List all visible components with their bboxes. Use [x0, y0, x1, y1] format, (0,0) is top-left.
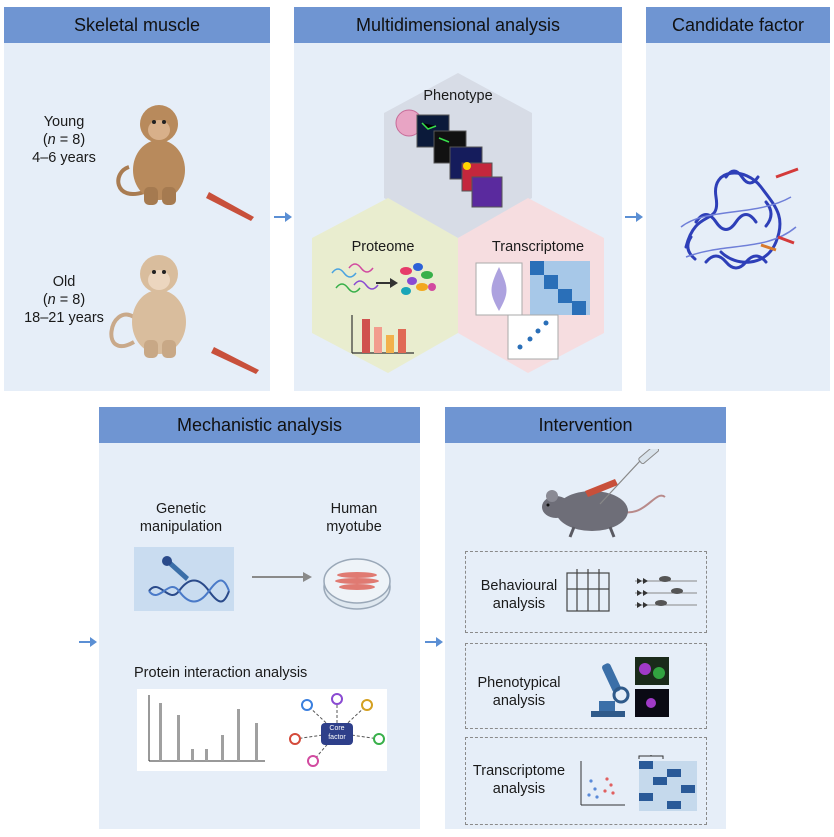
arrow-right-icon: [425, 637, 443, 647]
multidimensional-header: Multidimensional analysis: [294, 7, 622, 43]
arrow-right-icon: [252, 572, 312, 582]
microscope-icon: [591, 663, 630, 717]
skeletal-muscle-header: Skeletal muscle: [4, 7, 270, 43]
dna-editing-illustration: [134, 547, 234, 611]
protein-structure-illustration: [680, 167, 799, 270]
arrow-right-icon: [79, 637, 97, 647]
protein-interaction-label: Protein interaction analysis: [134, 665, 308, 681]
multidimensional-panel: Multidimensional analysis: [294, 7, 622, 391]
mouse-injection-illustration: [542, 449, 666, 538]
omics-hexagons: [312, 73, 604, 373]
transcriptome-label: Transcriptome: [491, 239, 585, 255]
arrow-right-icon: [625, 212, 643, 222]
volcano-plot-icon: [580, 761, 625, 806]
intervention-header: Intervention: [445, 407, 726, 443]
young-monkey-illustration: [116, 105, 254, 221]
heatmap-icon: [638, 755, 697, 811]
myotube-dish-illustration: [323, 558, 391, 610]
old-monkey-illustration: [109, 255, 259, 374]
phenotypical-analysis-box: [465, 643, 707, 729]
candidate-factor-header: Candidate factor: [646, 7, 830, 43]
proteome-label: Proteome: [351, 239, 415, 255]
fluorescence-images: [635, 657, 669, 717]
old-label: Old (n = 8) 18–21 years: [24, 274, 104, 326]
candidate-factor-panel: Candidate factor: [646, 7, 830, 391]
skeletal-muscle-panel: Skeletal muscle Young (n = 8) 4–6 years …: [4, 7, 270, 391]
behaviour-test-illustration: [566, 569, 697, 612]
young-label: Young (n = 8) 4–6 years: [32, 114, 96, 166]
mechanistic-analysis-header: Mechanistic analysis: [99, 407, 420, 443]
transcriptome-analysis-box: [465, 737, 707, 825]
behavioural-analysis-box: [465, 551, 707, 633]
protein-interaction-illustration: [137, 689, 387, 771]
arrow-right-icon: [274, 212, 292, 222]
phenotype-label: Phenotype: [423, 88, 493, 104]
